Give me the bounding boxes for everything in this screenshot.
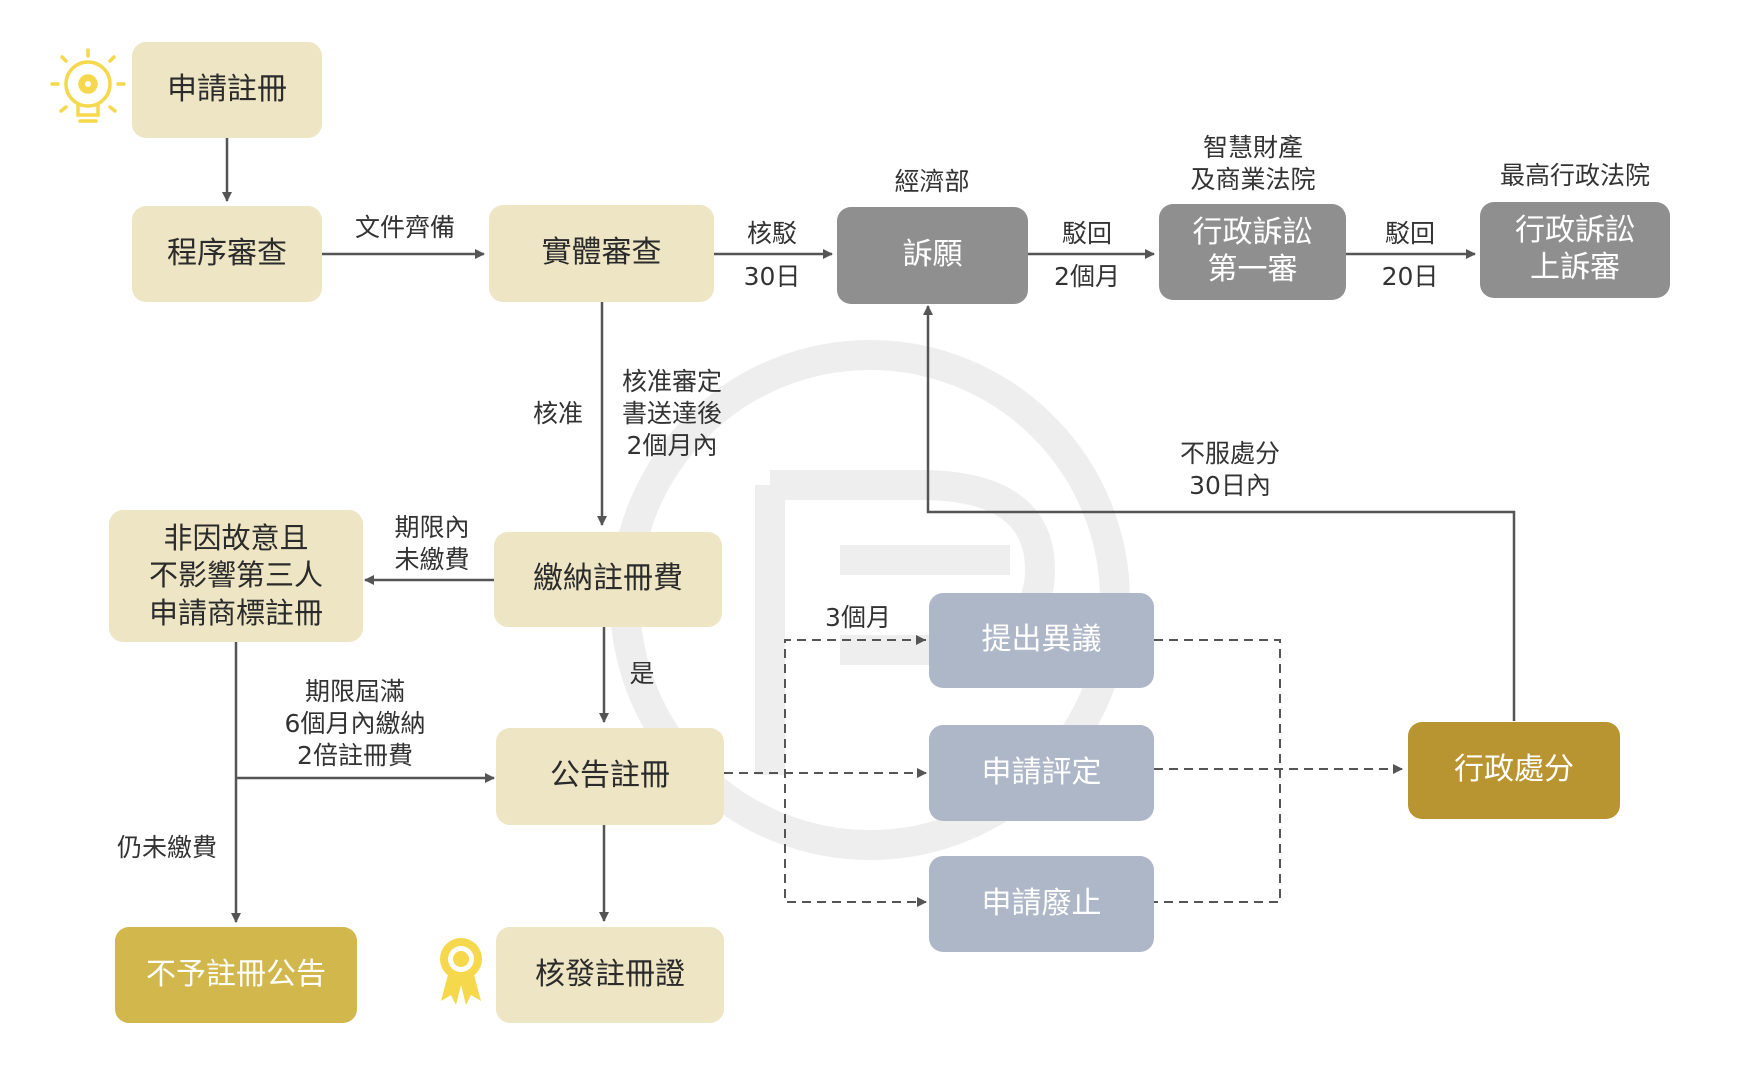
node-apply-invalidation: 申請評定: [929, 725, 1154, 821]
label-text-line-2: 未繳費: [394, 545, 470, 574]
label-text-bottom: 30日: [743, 262, 801, 291]
node-file-opposition: 提出異議: [929, 593, 1154, 688]
node-procedural-review: 程序審查: [132, 206, 322, 302]
label-text-line-1: 智慧財產: [1202, 133, 1303, 162]
node-label: 行政處分: [1454, 752, 1574, 788]
node-registration-rejected: 不予註冊公告: [115, 927, 357, 1023]
label-docs-complete: 文件齊備: [330, 212, 480, 244]
node-label: 不予註冊公告: [146, 956, 326, 992]
node-label: 申請廢止: [981, 885, 1102, 921]
edge-opposition-right: [1154, 639, 1281, 903]
label-text: 是: [629, 659, 655, 688]
node-admin-litigation-appeal: 行政訴訟 上訴審: [1480, 202, 1670, 298]
node-label-line-1: 非因故意且: [163, 521, 309, 556]
label-return-20-days: 駁回 20日: [1355, 212, 1465, 298]
label-text-line-3: 2個月內: [626, 431, 718, 460]
node-petition: 訴願: [837, 207, 1028, 304]
label-text-top: 駁回: [1384, 219, 1435, 248]
label-approve-deadline: 核准審定 書送達後 2個月內: [607, 366, 737, 462]
node-publish-registration: 公告註冊: [496, 728, 724, 825]
lightbulb-gear-icon: [50, 48, 126, 123]
node-label-line-2: 不影響第三人: [148, 558, 323, 593]
node-apply-registration: 申請註冊: [132, 42, 322, 138]
node-label: 程序審查: [167, 235, 287, 271]
label-text-top: 核駁: [746, 219, 797, 248]
node-label: 提出異議: [981, 622, 1102, 658]
label-text: 文件齊備: [354, 213, 455, 242]
edge-three-month-bracket: [784, 639, 927, 907]
node-label-line-2: 第一審: [1207, 252, 1298, 287]
node-administrative-disposition: 行政處分: [1408, 722, 1620, 819]
award-ribbon-icon: [440, 938, 482, 1005]
label-text-bottom: 20日: [1381, 262, 1439, 291]
label-text-line-2: 及商業法院: [1190, 165, 1316, 194]
node-label: 繳納註冊費: [533, 561, 683, 597]
label-text-line-2: 30日內: [1189, 471, 1271, 500]
label-three-months: 3個月: [808, 602, 908, 634]
label-ip-court: 智慧財產 及商業法院: [1148, 132, 1358, 196]
node-admin-litigation-first: 行政訴訟 第一審: [1159, 204, 1346, 300]
label-return-2-months: 駁回 2個月: [1032, 212, 1142, 298]
label-text: 核准: [532, 399, 583, 428]
node-substantive-review: 實體審查: [489, 205, 714, 302]
label-late-payment: 期限屆滿 6個月內繳納 2倍註冊費: [265, 676, 445, 772]
node-label: 公告註冊: [550, 758, 670, 794]
node-label-line-1: 行政訴訟: [1192, 215, 1313, 251]
label-reject: 核駁 30日: [722, 212, 822, 298]
label-text-line-2: 6個月內繳納: [284, 709, 426, 738]
label-text-top: 駁回: [1061, 219, 1112, 248]
label-text: 3個月: [825, 603, 891, 632]
node-apply-revocation: 申請廢止: [929, 856, 1154, 952]
node-unintentional-application: 非因故意且 不影響第三人 申請商標註冊: [109, 510, 363, 642]
edge-disposition-petition: [923, 305, 1516, 721]
node-label-line-3: 申請商標註冊: [148, 595, 323, 630]
label-text-line-1: 核准審定: [621, 367, 722, 396]
label-text: 最高行政法院: [1499, 161, 1650, 190]
label-yes: 是: [612, 658, 672, 690]
label-unpaid-in-period: 期限內 未繳費: [372, 512, 492, 576]
label-text-line-1: 不服處分: [1179, 439, 1280, 468]
node-label: 訴願: [902, 237, 963, 273]
label-approve: 核准: [518, 398, 598, 430]
node-label-line-2: 上訴審: [1530, 250, 1620, 285]
label-dissatisfied-30-days: 不服處分 30日內: [1155, 438, 1305, 502]
node-pay-registration-fee: 繳納註冊費: [494, 532, 722, 627]
label-text: 經濟部: [894, 167, 970, 196]
label-still-unpaid: 仍未繳費: [102, 832, 232, 864]
label-text-line-2: 書送達後: [621, 399, 722, 428]
node-label: 申請註冊: [167, 71, 287, 107]
node-label: 實體審查: [541, 235, 662, 271]
label-text-line-3: 2倍註冊費: [297, 741, 413, 770]
label-text-line-1: 期限屆滿: [304, 677, 405, 706]
label-text-line-1: 期限內: [394, 513, 470, 542]
node-issue-certificate: 核發註冊證: [496, 927, 724, 1023]
label-text: 仍未繳費: [116, 833, 217, 862]
label-moea: 經濟部: [862, 166, 1002, 198]
label-supreme-admin-court: 最高行政法院: [1470, 160, 1680, 192]
node-label-line-1: 行政訴訟: [1515, 213, 1635, 249]
label-text-bottom: 2個月: [1054, 262, 1120, 291]
node-label: 核發註冊證: [535, 956, 685, 992]
node-label: 申請評定: [981, 754, 1102, 790]
